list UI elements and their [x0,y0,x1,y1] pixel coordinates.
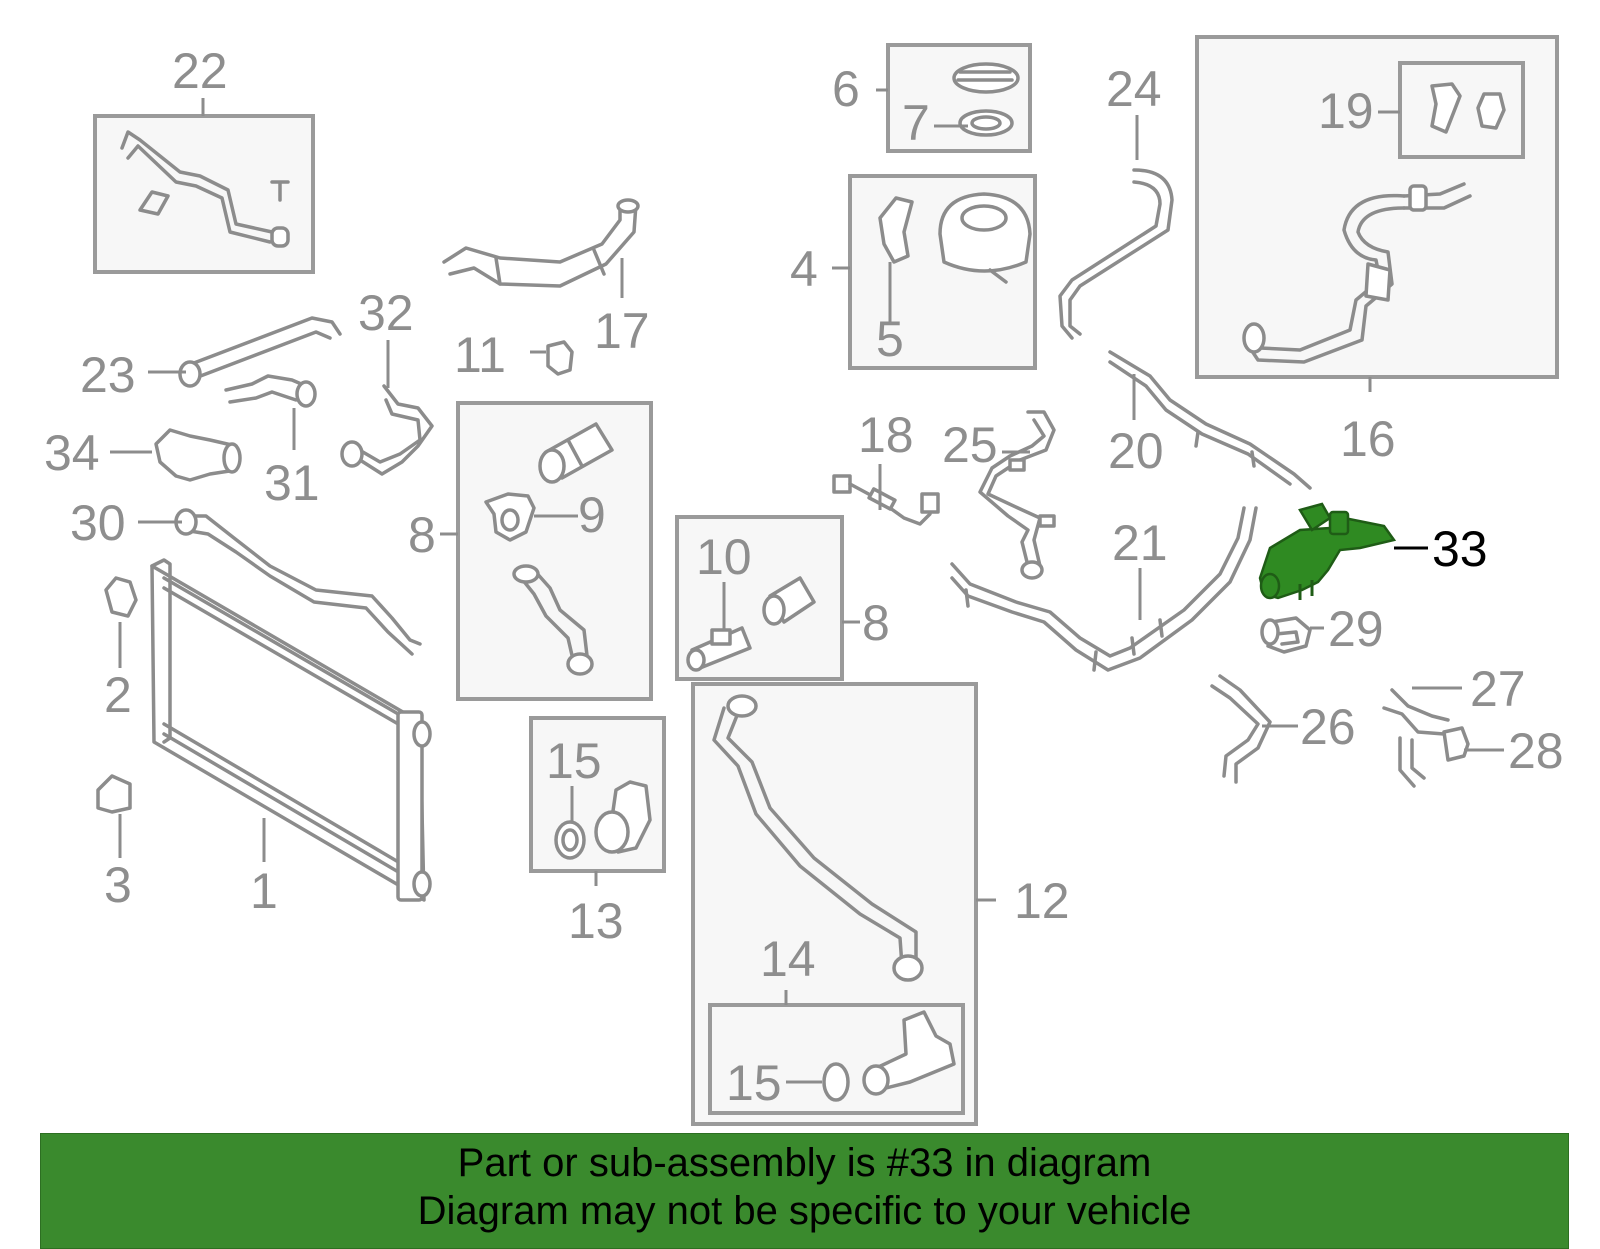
banner-line-disclaimer: Diagram may not be specific to your vehi… [417,1189,1192,1233]
part-24-hose [1058,168,1174,340]
part-8-coupler-b [762,576,816,626]
callout-21: 21 [1112,515,1168,571]
part-13-elbow [594,780,652,854]
leader-lines [110,88,1504,1084]
part-10-tee [686,626,752,672]
part-22-bracket [120,130,290,248]
info-banner: Part or sub-assembly is #33 in diagram D… [40,1133,1569,1249]
callout-24: 24 [1106,61,1162,117]
part-20-bracket [1108,350,1312,490]
part-29-hose [1260,616,1312,654]
part-3-mount [96,774,132,814]
part-27-tee [1382,688,1450,788]
callout-20: 20 [1108,423,1164,479]
part-14-tee [862,1010,956,1096]
box-6 [886,43,1032,153]
callout-30: 30 [70,495,126,551]
callout-25: 25 [942,417,998,473]
part-8-coupler-a [538,422,614,484]
callout-2: 2 [104,667,132,723]
callout-3: 3 [104,857,132,913]
part-15-ring-bottom [822,1062,850,1102]
part-12-pipe [712,694,924,982]
callout-31: 31 [264,455,320,511]
part-16-hose-assembly [1242,182,1472,364]
part-23-hose [178,316,342,388]
part-7-seal [958,109,1014,137]
part-19-fittings [1430,82,1506,134]
part-33-coolant-flange [1258,502,1397,600]
part-9-flange [484,492,536,542]
callout-10: 10 [696,529,752,585]
banner-line-part: Part or sub-assembly is #33 in diagram [457,1141,1152,1185]
callout-27: 27 [1470,661,1526,717]
callout-28: 28 [1508,723,1564,779]
callout-15-top: 15 [546,733,602,789]
callout-8-left: 8 [408,507,436,563]
part-31-hose [224,374,317,408]
callout-9: 9 [578,487,606,543]
callout-19: 19 [1318,83,1374,139]
callout-32: 32 [358,285,414,341]
part-17-hose [442,198,640,288]
part-34-thermostat [154,428,242,482]
callout-17: 17 [594,303,650,359]
part-4-reservoir [938,192,1032,284]
callout-5: 5 [876,311,904,367]
callout-13: 13 [568,893,624,949]
part-32-hose [340,384,434,476]
callout-18: 18 [858,407,914,463]
part-2-mount [104,576,138,618]
part-26-hose [1210,674,1272,784]
part-25-hose [978,410,1056,580]
callout-14: 14 [760,931,816,987]
part-15-ring-top [554,820,586,860]
callout-6: 6 [832,61,860,117]
part-30-hose [174,508,422,656]
part-6-cap [952,62,1020,94]
callout-15-bottom: 15 [726,1055,782,1111]
part-18-harness [832,474,940,526]
callout-23: 23 [80,347,136,403]
callout-7: 7 [902,95,930,151]
part-5-bracket [878,196,914,264]
part-8-elbow-hose [512,564,594,676]
callout-34: 34 [44,425,100,481]
part-28-elbow [1442,726,1470,762]
part-1-radiator [150,558,432,902]
callout-26: 26 [1300,699,1356,755]
callout-33: 33 [1432,521,1488,577]
callout-22: 22 [172,43,228,99]
callout-29: 29 [1328,601,1384,657]
part-21-pipe [950,506,1258,672]
callout-1: 1 [250,863,278,919]
callout-11: 11 [454,327,506,383]
callout-16: 16 [1340,411,1396,467]
part-11-plug [546,340,574,376]
callout-labels: 22 6 7 4 5 24 19 16 17 23 31 32 11 34 30… [44,43,1564,1111]
callout-4: 4 [790,241,818,297]
callout-8-right: 8 [862,595,890,651]
callout-12: 12 [1014,873,1070,929]
